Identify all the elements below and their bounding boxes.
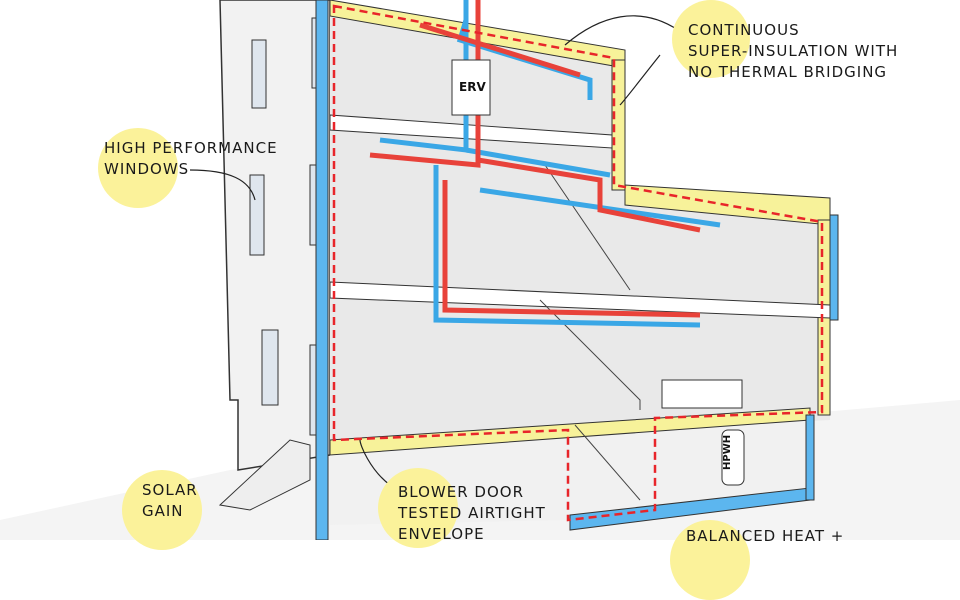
label-line: SUPER-INSULATION WITH [688,42,899,60]
callout-solar: SOLAR GAIN [142,480,198,522]
label-line: ENVELOPE [398,525,485,543]
erv-unit [451,59,491,116]
front-facade [219,0,331,471]
exhaust-ducts [369,0,701,318]
label-line: TESTED AIRTIGHT [398,504,546,522]
stairs [539,164,641,501]
hpwh-label: HPWH [722,434,733,470]
label-line: CONTINUOUS [688,21,800,39]
kitchen-cabinets [661,379,743,409]
floor-slab-2 [329,281,831,319]
callout-insulation: CONTINUOUS SUPER-INSULATION WITH NO THER… [688,20,898,83]
floor-slab-3 [329,114,613,149]
erv-label: ERV [459,80,486,94]
exterior-insulation-right [829,214,839,321]
callout-leaders [189,15,679,486]
label-line: NO THERMAL BRIDGING [688,63,888,81]
label-line: BLOWER DOOR [398,483,525,501]
exterior-insulation-left [315,0,329,540]
callout-windows: HIGH PERFORMANCE WINDOWS [104,138,278,180]
label-line: WINDOWS [104,160,190,178]
callout-bg-solar [122,470,202,550]
callout-balanced: BALANCED HEAT + [686,526,844,547]
callout-airtight: BLOWER DOOR TESTED AIRTIGHT ENVELOPE [398,482,546,545]
callout-bg-insulation [672,0,750,78]
label-line: BALANCED HEAT + [686,527,845,545]
label-line: GAIN [142,502,184,520]
callout-bg-airtight [378,468,458,548]
label-line: SOLAR [142,481,198,499]
hpwh-tank [721,429,745,486]
front-stoop [218,439,311,511]
airtight-envelope-line [332,4,824,522]
foundation-insulation-right [805,414,815,501]
callout-bg-windows [98,128,178,208]
label-line: HIGH PERFORMANCE [104,139,278,157]
